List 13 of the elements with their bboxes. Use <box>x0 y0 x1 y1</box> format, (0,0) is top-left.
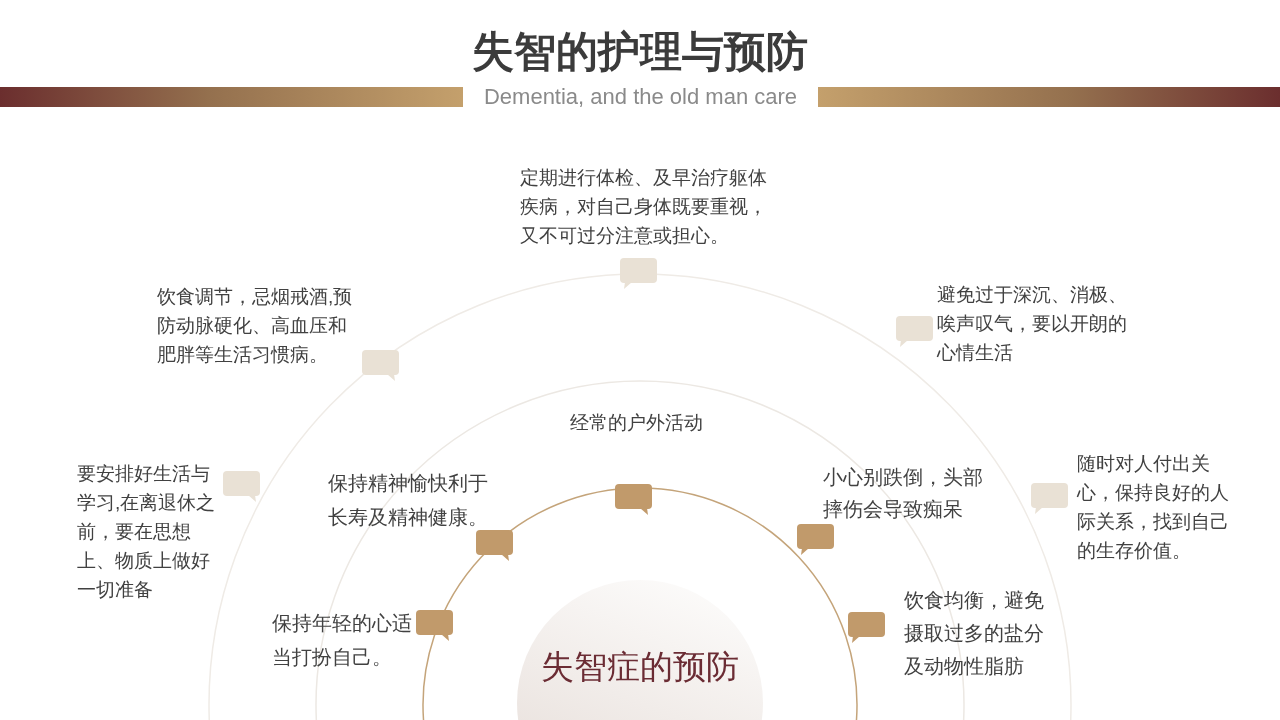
tip-text: 饮食均衡，避免摄取过多的盐分及动物性脂肪 <box>904 588 1045 679</box>
tip-text: 经常的户外活动 <box>570 411 704 435</box>
tip-text: 要安排好生活与学习,在离退休之前，要在思想上、物质上做好一切准备 <box>77 462 217 602</box>
tip-text: 定期进行体检、及早治疗躯体疾病，对自己身体既要重视，又不可过分注意或担心。 <box>520 166 768 248</box>
circle-title: 失智症的预防 <box>540 647 740 687</box>
subtitle: Dementia, and the old man care <box>482 84 799 110</box>
tip-text: 保持精神愉快利于长寿及精神健康。 <box>328 471 489 530</box>
tip-text: 避免过于深沉、消极、唉声叹气，要以开朗的心情生活 <box>937 283 1128 365</box>
tip-text: 随时对人付出关心，保持良好的人际关系，找到自己的生存价值。 <box>1077 452 1230 563</box>
tip-text: 小心别跌倒，头部摔伤会导致痴呆 <box>823 465 984 522</box>
tip-text: 保持年轻的心适当打扮自己。 <box>272 611 413 670</box>
tip-text: 饮食调节，忌烟戒酒,预防动脉硬化、高血压和肥胖等生活习惯病。 <box>157 285 354 367</box>
slide-title: 失智的护理与预防 <box>472 28 808 75</box>
